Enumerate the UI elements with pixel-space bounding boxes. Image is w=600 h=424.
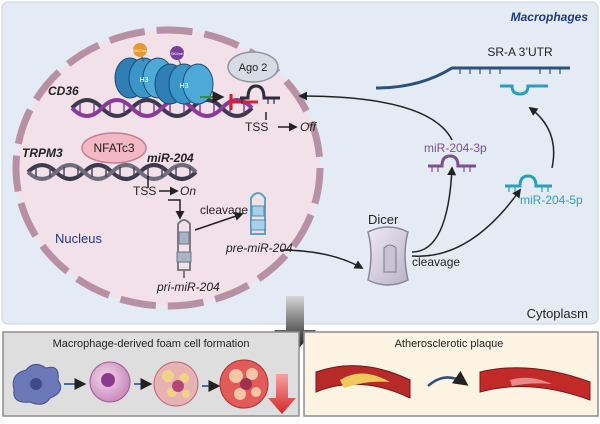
- transcription-down-arrow: [168, 199, 185, 220]
- pre-mir204-hairpin: [250, 192, 266, 235]
- mir5p-strand: [505, 174, 552, 192]
- foam-cell-title: Macrophage-derived foam cell formation: [53, 338, 250, 350]
- foam-cell-sequence: [12, 359, 296, 414]
- mir3p-to-ago2-arrow: [298, 91, 453, 141]
- cd36-dna-helix: [70, 98, 254, 118]
- trpm3-gene-label: TRPM3: [22, 146, 63, 160]
- arrow-to-mir3p: [411, 166, 457, 253]
- mir5p-to-utr-arrow: [528, 106, 555, 169]
- dicer-enzyme: [367, 226, 409, 286]
- pri-mir204-hairpin: [176, 219, 192, 278]
- mark-h3k27me3: [133, 43, 147, 57]
- nfatc3-label: NFATc3: [93, 141, 134, 155]
- plaque-title: Atherosclerotic plaque: [395, 338, 504, 350]
- nfatc3-protein: [81, 132, 147, 164]
- sra-utr-label: SR-A 3’UTR: [487, 45, 553, 59]
- ago2-protein: [227, 51, 279, 83]
- pre-mir204-label: pre-miR-204: [225, 241, 293, 255]
- mark-h3k4me3: [170, 46, 184, 60]
- mir204-gene-label: miR-204: [147, 151, 194, 165]
- histone-h3-label-2: H3: [180, 83, 189, 90]
- sra-utr-mrna: [375, 66, 570, 96]
- svg-text:H3K27me3: H3K27me3: [131, 49, 149, 53]
- cell-label: Macrophages: [511, 10, 589, 24]
- nuclear-cleavage-arrow: [194, 212, 244, 231]
- plaque-improvement-arrow: [427, 370, 469, 387]
- decrease-arrow: [268, 374, 296, 414]
- mir3p-label: miR-204-3p: [424, 141, 487, 155]
- dicer-label: Dicer: [368, 212, 399, 227]
- mir3p-strand: [428, 154, 476, 172]
- ago2-bound-mirna: [240, 84, 280, 104]
- nuclear-cleavage-label: cleavage: [200, 203, 248, 217]
- cytoplasmic-cleavage-label: cleavage: [412, 255, 460, 269]
- tss-off-prefix: TSS: [245, 120, 268, 134]
- svg-text:H3K4me3: H3K4me3: [169, 52, 185, 56]
- histone-h3-label: H3: [140, 77, 149, 84]
- repression-symbol: [229, 94, 258, 110]
- tss-on-state: On: [180, 184, 196, 198]
- nuclear-export-arrow: [279, 249, 364, 269]
- nucleosome-right: H3 H3K4me3: [154, 46, 214, 105]
- mir5p-label: miR-204-5p: [520, 193, 583, 207]
- trpm3-dna-helix: [26, 163, 198, 181]
- nucleus-label: Nucleus: [55, 231, 102, 246]
- cd36-gene-label: CD36: [48, 84, 79, 98]
- plaque-artery-after: [479, 367, 591, 401]
- tss-on-prefix: TSS: [133, 184, 156, 198]
- cytoplasm-label: Cytoplasm: [527, 306, 588, 321]
- plaque-artery-before: [315, 365, 411, 399]
- ago2-label: Ago 2: [239, 62, 268, 74]
- pri-mir204-label: pri-miR-204: [156, 280, 220, 294]
- tss-off-state: Off: [300, 120, 318, 134]
- arrow-to-mir5p: [411, 188, 522, 257]
